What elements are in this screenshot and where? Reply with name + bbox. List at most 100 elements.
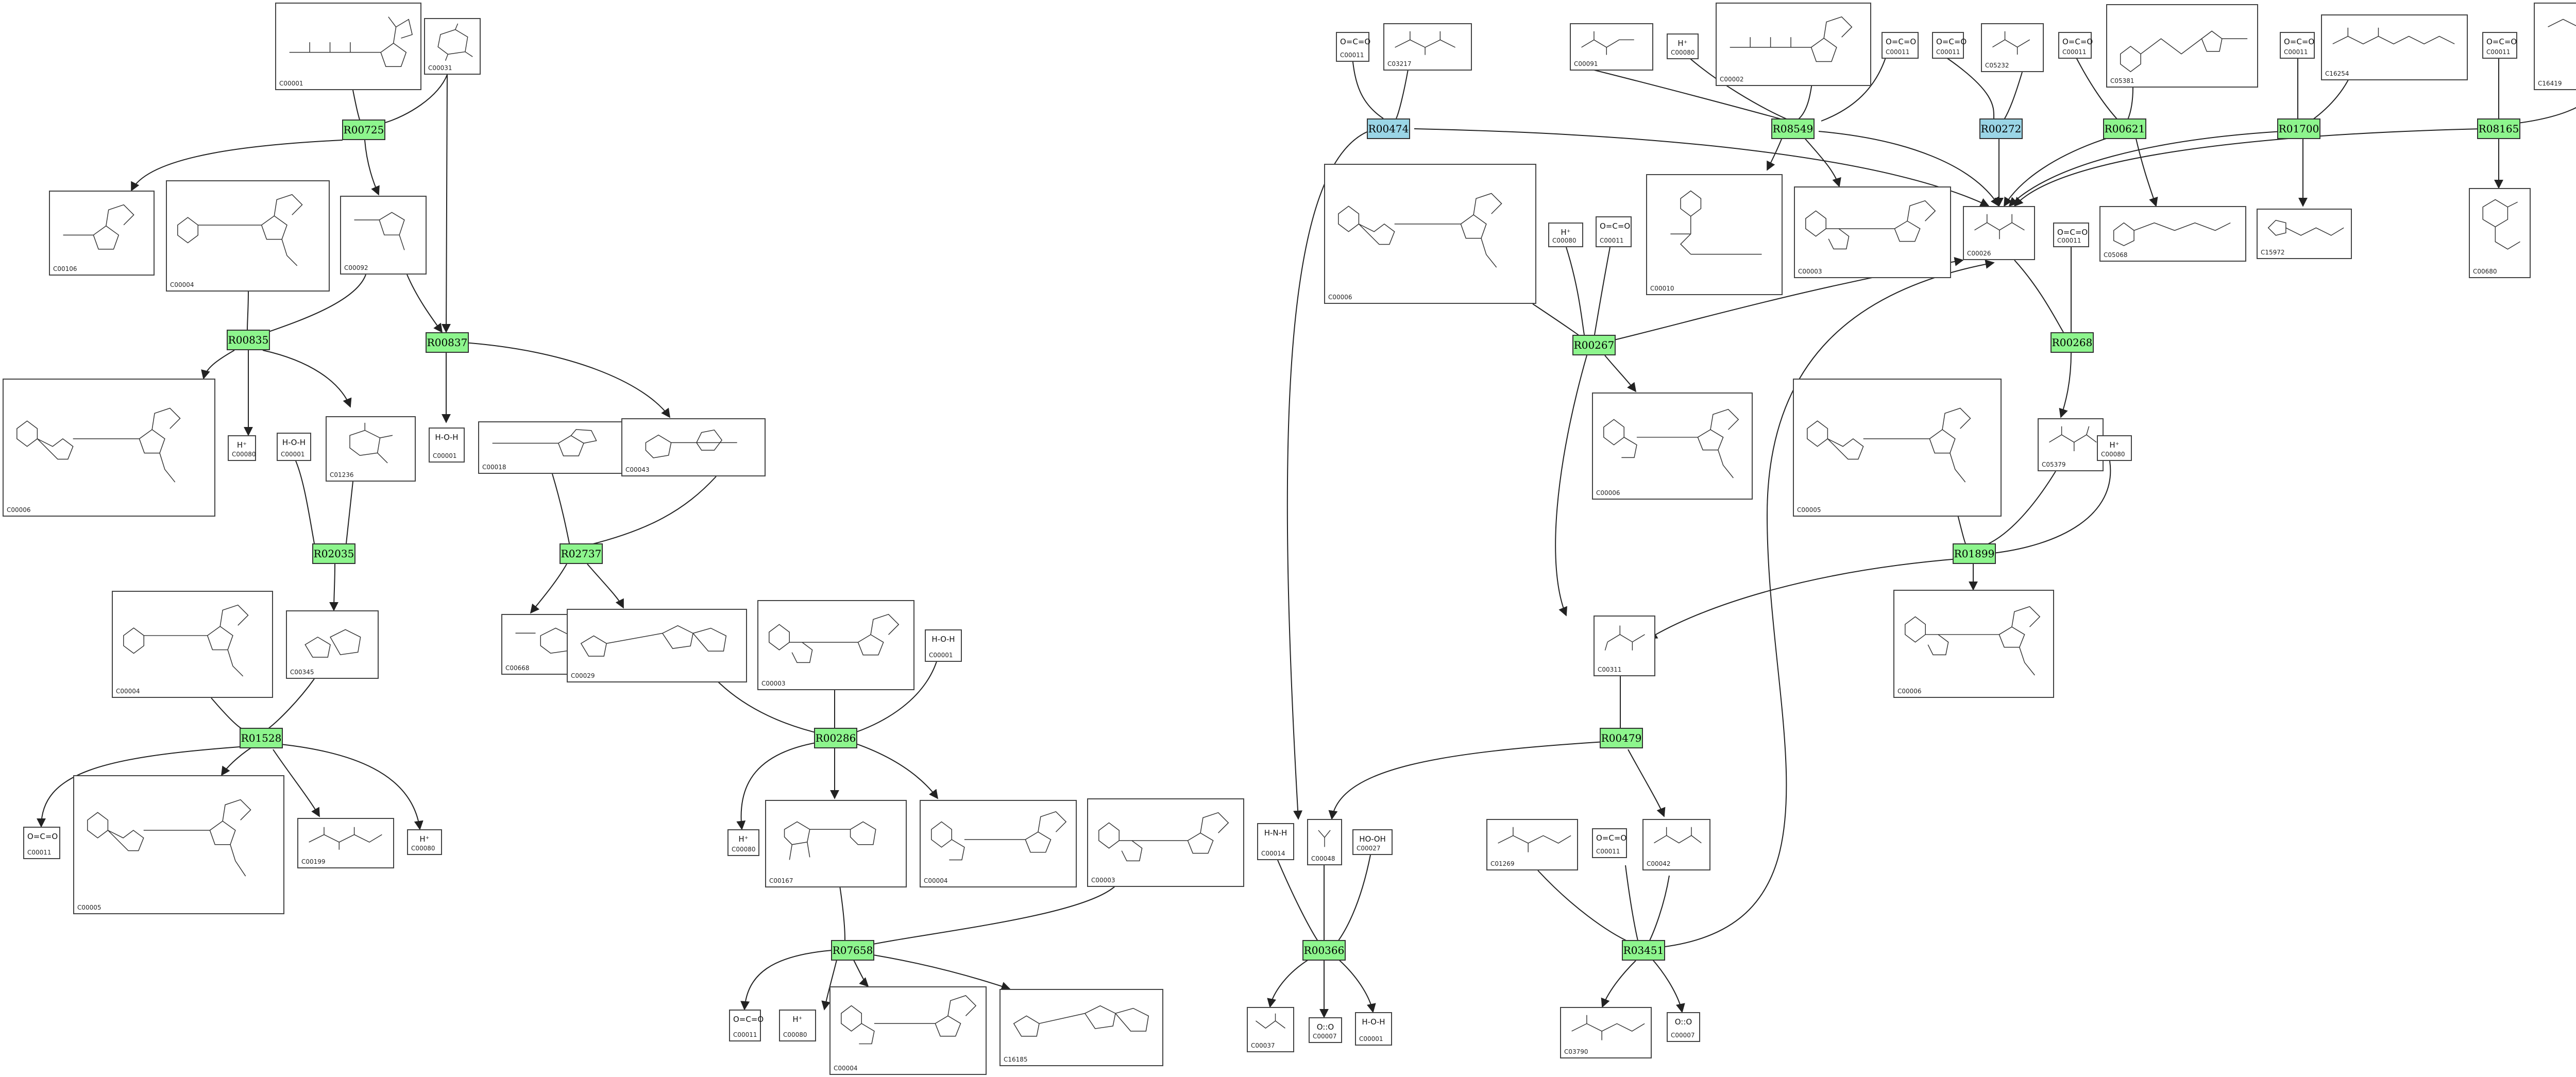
compound-node[interactable]: C00004 <box>829 986 987 1075</box>
compound-node[interactable]: C00167 <box>765 800 907 887</box>
compound-node[interactable]: C00091 <box>1570 23 1653 71</box>
edge <box>530 563 567 614</box>
compound-formula: H‑O‑H <box>435 433 459 442</box>
reaction-R00286[interactable]: R00286 <box>814 728 857 748</box>
compound-node[interactable]: C00042 <box>1642 819 1710 870</box>
compound-node[interactable]: C01236 <box>326 416 416 482</box>
compound-node[interactable]: C00092 <box>340 196 427 275</box>
compound-node[interactable]: C00002 <box>1716 3 1871 86</box>
compound-node[interactable]: C00003 <box>1794 186 1951 278</box>
reaction-R00366[interactable]: R00366 <box>1302 940 1346 961</box>
compound-node[interactable]: H⁺ C00080 <box>727 829 759 856</box>
edge <box>1946 57 1995 120</box>
compound-node[interactable]: C16185 <box>999 989 1163 1066</box>
compound-node[interactable]: C00680 <box>2469 188 2531 278</box>
compound-formula: O=C=O <box>2284 37 2315 46</box>
reaction-R00835[interactable]: R00835 <box>227 330 270 350</box>
compound-node[interactable]: O=C=O C00011 <box>1592 828 1627 858</box>
compound-node[interactable]: H⁺ C00080 <box>779 1010 816 1041</box>
compound-node[interactable]: C05379 <box>2038 418 2104 471</box>
reaction-R08549[interactable]: R08549 <box>1771 118 1815 139</box>
compound-node[interactable]: H‑O‑H C00001 <box>1355 1012 1392 1046</box>
reaction-R00267[interactable]: R00267 <box>1572 335 1616 355</box>
compound-node[interactable]: C00001 <box>275 3 421 90</box>
compound-node[interactable]: C05068 <box>2099 206 2246 262</box>
reaction-R08165[interactable]: R08165 <box>2477 118 2520 139</box>
compound-node[interactable]: C00026 <box>1963 206 2035 260</box>
compound-node[interactable]: O=C=O C00011 <box>1596 216 1632 247</box>
reaction-R01899[interactable]: R01899 <box>1953 543 1996 564</box>
edge <box>860 952 1011 991</box>
compound-node[interactable]: C00005 <box>1793 379 2002 517</box>
compound-node[interactable]: O=C=O C00011 <box>2482 32 2517 59</box>
compound-node[interactable]: O=C=O C00011 <box>1932 32 1967 59</box>
reaction-R01528[interactable]: R01528 <box>240 728 283 748</box>
compound-node[interactable]: H⁺ C00080 <box>1548 223 1583 247</box>
edge <box>2076 57 2118 120</box>
compound-node[interactable]: C15972 <box>2257 209 2352 259</box>
compound-node[interactable]: O=C=O C00011 <box>2058 32 2093 59</box>
reaction-R07658[interactable]: R07658 <box>831 940 874 961</box>
compound-node[interactable]: H⁺ C00080 <box>407 829 442 855</box>
compound-node[interactable]: C00106 <box>49 191 155 276</box>
compound-id: C00311 <box>1598 666 1622 673</box>
compound-node[interactable]: O::O C00007 <box>1309 1017 1342 1043</box>
compound-node[interactable]: C00004 <box>166 180 330 292</box>
compound-node[interactable]: C00043 <box>621 418 766 476</box>
compound-node[interactable]: C00004 <box>920 800 1077 887</box>
compound-node[interactable]: C01269 <box>1486 819 1578 870</box>
compound-node[interactable]: C00311 <box>1594 616 1655 676</box>
reaction-R02035[interactable]: R02035 <box>312 543 355 564</box>
compound-node[interactable]: HO‑OH C00027 <box>1352 829 1393 855</box>
compound-node[interactable]: C05381 <box>2106 4 2258 88</box>
compound-node[interactable]: H⁺ C00080 <box>1667 33 1699 59</box>
reaction-R00621[interactable]: R00621 <box>2103 118 2146 139</box>
compound-node[interactable]: C16254 <box>2321 14 2468 80</box>
structure-drawing <box>2113 222 2231 246</box>
compound-node[interactable]: C00006 <box>1893 590 2054 698</box>
compound-node[interactable]: H‑O‑H C00001 <box>277 433 311 461</box>
compound-node[interactable]: H⁺ C00080 <box>2097 435 2132 461</box>
compound-node[interactable]: H⁺ C00080 <box>228 435 256 461</box>
compound-node[interactable]: C00029 <box>567 609 747 682</box>
compound-node[interactable]: C00037 <box>1247 1007 1294 1052</box>
compound-id: C03790 <box>1564 1048 1588 1055</box>
reaction-R00837[interactable]: R00837 <box>426 332 469 353</box>
reaction-R00725[interactable]: R00725 <box>342 119 385 140</box>
compound-node[interactable]: O=C=O C00011 <box>2053 223 2089 247</box>
compound-node[interactable]: C00006 <box>1324 164 1536 304</box>
compound-node[interactable]: O=C=O C00011 <box>23 827 60 859</box>
reaction-R01700[interactable]: R01700 <box>2277 118 2320 139</box>
compound-node[interactable]: C00003 <box>757 600 914 690</box>
compound-node[interactable]: O=C=O C00011 <box>729 1010 764 1041</box>
compound-node[interactable]: C00004 <box>112 591 273 698</box>
reaction-R02737[interactable]: R02737 <box>560 543 603 564</box>
compound-node[interactable]: C03790 <box>1560 1007 1652 1058</box>
compound-node[interactable]: O=C=O C00011 <box>1336 32 1370 62</box>
compound-node[interactable]: H‑N‑H C00014 <box>1257 823 1294 860</box>
compound-node[interactable]: C00345 <box>286 610 379 679</box>
compound-node[interactable]: C00010 <box>1646 174 1783 295</box>
compound-node[interactable]: O=C=O C00011 <box>1882 32 1919 59</box>
reaction-R03451[interactable]: R03451 <box>1622 940 1665 961</box>
compound-node[interactable]: C05232 <box>1981 23 2044 72</box>
compound-node[interactable]: C00031 <box>424 18 481 75</box>
compound-node[interactable]: C00199 <box>297 818 394 868</box>
compound-node[interactable]: C00018 <box>478 421 623 474</box>
compound-node[interactable]: C00006 <box>3 379 215 517</box>
reaction-R00474[interactable]: R00474 <box>1367 118 1410 139</box>
compound-node[interactable]: C16419 <box>2534 3 2576 90</box>
compound-node[interactable]: C00003 <box>1087 798 1244 887</box>
compound-node[interactable]: O=C=O C00011 <box>2280 32 2315 59</box>
compound-node[interactable]: C00048 <box>1307 819 1342 865</box>
reaction-R00268[interactable]: R00268 <box>2050 332 2094 353</box>
compound-node[interactable]: C00005 <box>73 775 284 914</box>
compound-node[interactable]: C03217 <box>1383 23 1472 71</box>
compound-node[interactable]: O::O C00007 <box>1667 1012 1700 1042</box>
compound-node[interactable]: H‑O‑H C00001 <box>429 428 465 463</box>
compound-node[interactable]: H‑O‑H C00001 <box>925 629 962 662</box>
structure-drawing <box>931 811 1067 861</box>
reaction-R00272[interactable]: R00272 <box>1979 118 2023 139</box>
compound-node[interactable]: C00006 <box>1592 392 1753 500</box>
reaction-R00479[interactable]: R00479 <box>1600 728 1643 748</box>
